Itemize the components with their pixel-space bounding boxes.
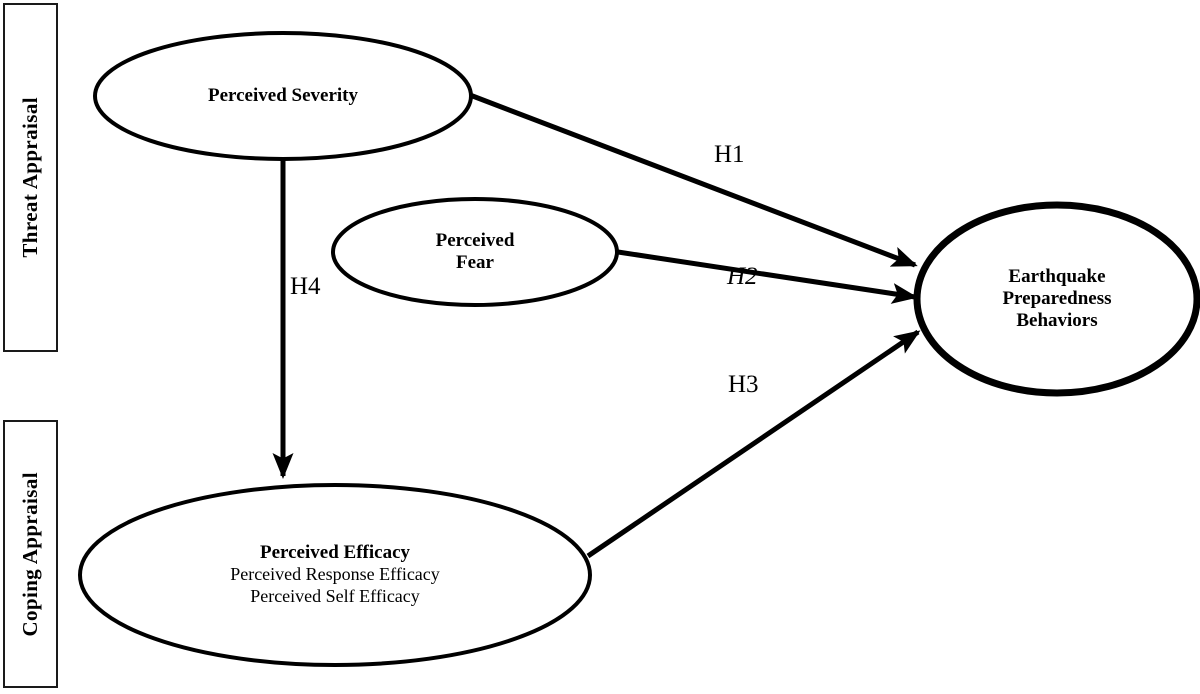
node-ellipse-perceived-efficacy xyxy=(78,483,592,667)
edge-layer xyxy=(272,92,921,559)
edge-label-h1: H1 xyxy=(714,141,745,168)
edge-label-h2: H2 xyxy=(727,263,758,290)
edge-h1 xyxy=(469,92,918,268)
group-box-coping-appraisal: Coping Appraisal xyxy=(3,420,58,688)
edge-label-h4: H4 xyxy=(290,273,321,300)
node-layer xyxy=(78,31,1200,667)
node-ellipse-earthquake-preparedness-behaviors xyxy=(913,201,1200,397)
edge-label-h3: H3 xyxy=(728,371,759,398)
node-ellipse-perceived-severity xyxy=(93,31,473,161)
node-ellipse-perceived-fear xyxy=(331,197,619,307)
edge-h2 xyxy=(617,249,918,304)
group-box-threat-appraisal: Threat Appraisal xyxy=(3,3,58,352)
edge-h3 xyxy=(586,329,921,559)
